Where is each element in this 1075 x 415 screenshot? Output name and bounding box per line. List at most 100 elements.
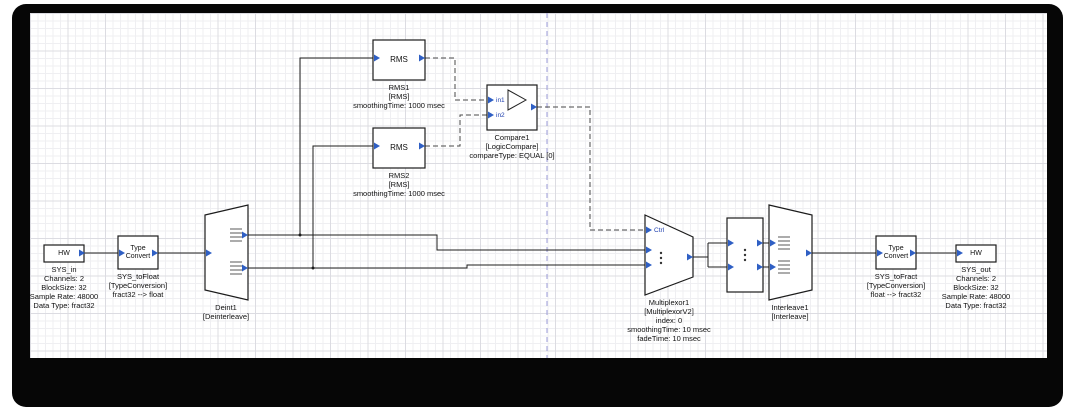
- deinterleave-input-pin[interactable]: [206, 249, 212, 257]
- rms1-block[interactable]: [372, 39, 426, 81]
- rms1-input-pin[interactable]: [374, 54, 380, 62]
- multiplexor-ctrl-pin[interactable]: [646, 226, 652, 234]
- type-convert-in-output-pin[interactable]: [152, 249, 158, 257]
- rms2-input-pin[interactable]: [374, 142, 380, 150]
- label-line: [MultiplexorV2]: [644, 307, 694, 316]
- label-line: compareType: EQUAL [0]: [469, 151, 555, 160]
- label-line: fadeTime: 10 msec: [637, 334, 701, 343]
- label-line: [LogicCompare]: [485, 142, 539, 151]
- label-line: Deint1: [215, 303, 237, 312]
- wire-rms2-compare[interactable]: [425, 114, 487, 147]
- sys-out-input-pin[interactable]: [957, 249, 963, 257]
- interleave-input2-pin[interactable]: [770, 263, 776, 271]
- compare-in1-pin[interactable]: [488, 96, 494, 104]
- sys-in-output-pin[interactable]: [79, 249, 85, 257]
- multiplexor-ctrl-pin-label: Ctrl: [654, 227, 665, 234]
- wire-deint-out1-mux[interactable]: [248, 234, 645, 251]
- router-output2-pin[interactable]: [757, 263, 763, 271]
- comparator-symbol-icon: [507, 89, 528, 111]
- wire-junction: [311, 266, 315, 270]
- wire-deint-out2-rms2[interactable]: [312, 145, 373, 268]
- label-line: RMS2: [388, 171, 410, 180]
- sys-in-caption: HW: [58, 249, 70, 257]
- router-input1-pin[interactable]: [728, 239, 734, 247]
- label-line: float --> fract32: [870, 290, 922, 299]
- label-line: SYS_toFract: [874, 272, 918, 281]
- multiplexor-input1-pin[interactable]: [646, 246, 652, 254]
- label-line: RMS1: [388, 83, 410, 92]
- label-line: Data Type: fract32: [33, 301, 95, 310]
- label-line: Channels: 2: [43, 274, 85, 283]
- sys-out-block[interactable]: [955, 244, 997, 263]
- deinterleave-pin-hatch-icon: [230, 228, 242, 275]
- more-pins-dots-icon: [659, 248, 747, 265]
- interleave-input1-pin[interactable]: [770, 239, 776, 247]
- compare-output-pin[interactable]: [531, 103, 537, 111]
- wires-solid: [84, 57, 956, 269]
- label-line: SYS_in: [51, 265, 77, 274]
- label-line: BlockSize: 32: [953, 283, 999, 292]
- label-line: fract32 --> float: [112, 290, 164, 299]
- interleave-output-pin[interactable]: [806, 249, 812, 257]
- rms1-caption: RMS: [390, 55, 408, 64]
- rms2-caption: RMS: [390, 143, 408, 152]
- rms1-label: RMS1 [RMS] smoothingTime: 1000 msec: [329, 83, 469, 110]
- multiplexor-label: Multiplexor1 [MultiplexorV2] index: 0 sm…: [599, 298, 739, 343]
- label-line: [RMS]: [388, 92, 410, 101]
- compare-label: Compare1 [LogicCompare] compareType: EQU…: [442, 133, 582, 160]
- wire-rms1-compare[interactable]: [425, 57, 487, 101]
- label-line: Compare1: [494, 133, 530, 142]
- multiplexor-input2-pin[interactable]: [646, 261, 652, 269]
- layout-canvas[interactable]: HW Type Convert RMS RMS Type Convert HW …: [30, 13, 1047, 358]
- deinterleave-output1-pin[interactable]: [242, 231, 248, 239]
- rms2-output-pin[interactable]: [419, 142, 425, 150]
- type-convert-out-block[interactable]: [875, 235, 917, 270]
- wire-junction: [298, 233, 302, 237]
- label-line: Data Type: fract32: [945, 301, 1007, 310]
- wires-control: [425, 57, 645, 231]
- label-line: [RMS]: [388, 180, 410, 189]
- type-convert-out-input-pin[interactable]: [877, 249, 883, 257]
- router-input2-pin[interactable]: [728, 263, 734, 271]
- label-line: index: 0: [655, 316, 683, 325]
- deinterleave-output2-pin[interactable]: [242, 264, 248, 272]
- wire-to-interleave[interactable]: [763, 242, 769, 268]
- type-convert-in-block[interactable]: [117, 235, 159, 270]
- compare-in2-pin[interactable]: [488, 111, 494, 119]
- interleave-label: Interleave1 [Interleave]: [730, 303, 850, 321]
- type-convert-out-output-pin[interactable]: [910, 249, 916, 257]
- sys-out-label: SYS_out Channels: 2 BlockSize: 32 Sample…: [916, 265, 1036, 310]
- interleave-pin-hatch-icon: [778, 236, 790, 274]
- wire-deint-out1-rms1[interactable]: [299, 57, 373, 235]
- interleave-block[interactable]: [768, 204, 813, 301]
- deinterleave-block[interactable]: [204, 204, 249, 301]
- label-line: Sample Rate: 48000: [941, 292, 1011, 301]
- wire-compare-muxctrl[interactable]: [537, 106, 645, 231]
- label-line: Interleave1: [771, 303, 809, 312]
- sys-in-label: SYS_in Channels: 2 BlockSize: 32 Sample …: [4, 265, 124, 310]
- label-line: smoothingTime: 1000 msec: [353, 101, 445, 110]
- pins-layer: [79, 54, 963, 272]
- wire-deint-out2-mux[interactable]: [248, 264, 645, 269]
- multiplexor-output-pin[interactable]: [687, 253, 693, 261]
- diagram-layer: [43, 13, 997, 358]
- label-line: [TypeConversion]: [108, 281, 168, 290]
- sys-out-caption: HW: [970, 249, 982, 257]
- compare-in2-pin-label: in2: [496, 112, 505, 119]
- label-line: Sample Rate: 48000: [29, 292, 99, 301]
- rms2-label: RMS2 [RMS] smoothingTime: 1000 msec: [329, 171, 469, 198]
- type-convert-in-input-pin[interactable]: [119, 249, 125, 257]
- router-output1-pin[interactable]: [757, 239, 763, 247]
- wire-mux-out[interactable]: [693, 242, 727, 268]
- type-convert-in-caption: Type Convert: [125, 244, 151, 260]
- type-convert-in-label: SYS_toFloat [TypeConversion] fract32 -->…: [78, 272, 198, 299]
- label-line: BlockSize: 32: [41, 283, 87, 292]
- rms2-block[interactable]: [372, 127, 426, 169]
- type-convert-out-label: SYS_toFract [TypeConversion] float --> f…: [836, 272, 956, 299]
- label-line: [Interleave]: [771, 312, 809, 321]
- type-convert-out-caption: Type Convert: [883, 244, 909, 260]
- rms1-output-pin[interactable]: [419, 54, 425, 62]
- deinterleave-label: Deint1 [Deinterleave]: [166, 303, 286, 321]
- label-line: smoothingTime: 1000 msec: [353, 189, 445, 198]
- multiplexor-block[interactable]: [644, 214, 694, 296]
